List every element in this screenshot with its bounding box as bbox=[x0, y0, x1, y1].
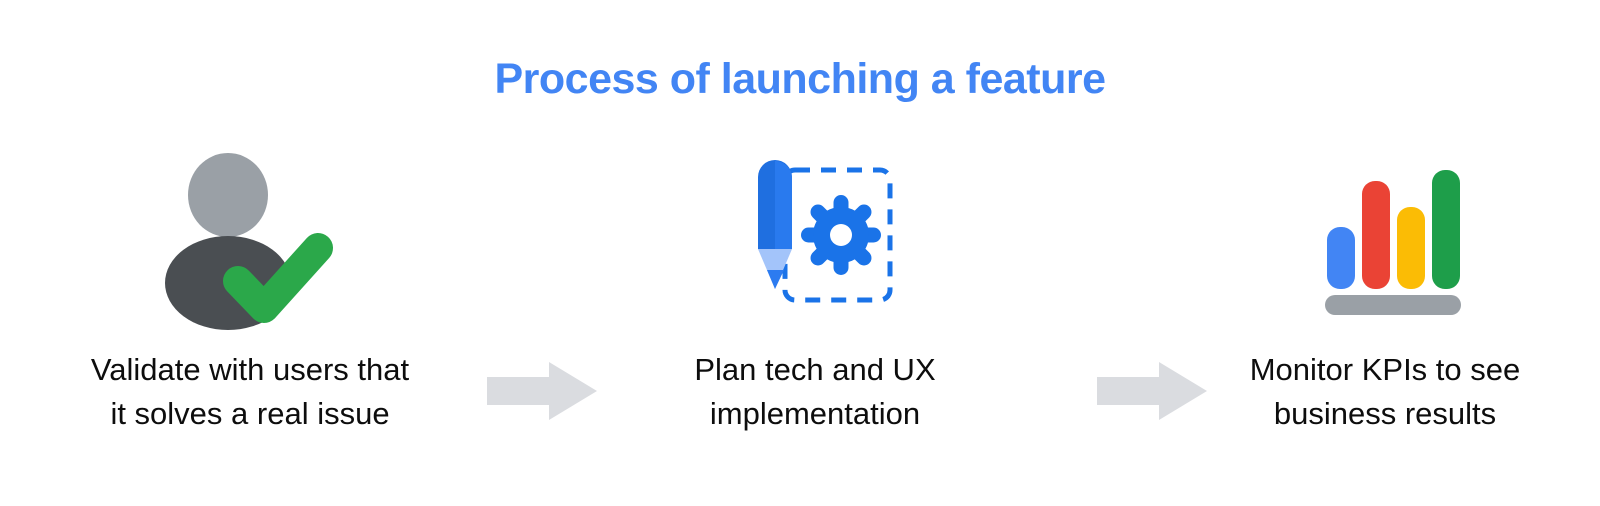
process-step-1 bbox=[100, 140, 400, 340]
process-step-2 bbox=[665, 140, 965, 340]
gear-icon bbox=[800, 194, 881, 275]
chart-bar-3 bbox=[1397, 207, 1425, 289]
step-3-caption: Monitor KPIs to see business results bbox=[1165, 348, 1600, 436]
chart-bar-4 bbox=[1432, 170, 1460, 289]
chart-bar-2 bbox=[1362, 181, 1390, 289]
process-step-3 bbox=[1235, 140, 1535, 340]
pencil-gear-plan-icon bbox=[665, 140, 965, 340]
arrow-shape bbox=[487, 362, 597, 420]
chart-baseline bbox=[1325, 295, 1461, 315]
step-2-caption-line-1: Plan tech and UX bbox=[694, 352, 936, 387]
arrow-right-icon-2 bbox=[1097, 362, 1207, 420]
arrow-shape bbox=[1097, 362, 1207, 420]
step-3-caption-line-1: Monitor KPIs to see bbox=[1249, 352, 1521, 387]
bar-chart-kpi-icon bbox=[1235, 140, 1535, 340]
pencil-highlight-shape bbox=[774, 160, 792, 249]
step-1-caption-line-1: Validate with users that bbox=[90, 352, 410, 387]
step-1-caption: Validate with users that it solves a rea… bbox=[30, 348, 470, 436]
step-1-caption-line-2: it solves a real issue bbox=[110, 396, 390, 432]
step-2-caption: Plan tech and UX implementation bbox=[595, 348, 1035, 436]
step-3-caption-line-2: business results bbox=[1273, 396, 1497, 432]
pencil-tip-shape bbox=[757, 248, 792, 289]
person-head-shape bbox=[188, 152, 268, 237]
page-title: Process of launching a feature bbox=[494, 55, 1106, 103]
step-2-caption-line-2: implementation bbox=[709, 396, 921, 432]
arrow-right-icon-1 bbox=[487, 362, 597, 420]
process-flow-row bbox=[0, 140, 1600, 420]
dashed-frame-icon bbox=[782, 167, 892, 302]
user-validated-icon bbox=[100, 140, 400, 340]
pencil-point-shape bbox=[766, 269, 784, 289]
chart-bar-1 bbox=[1327, 227, 1355, 289]
check-mark-icon bbox=[223, 232, 333, 323]
